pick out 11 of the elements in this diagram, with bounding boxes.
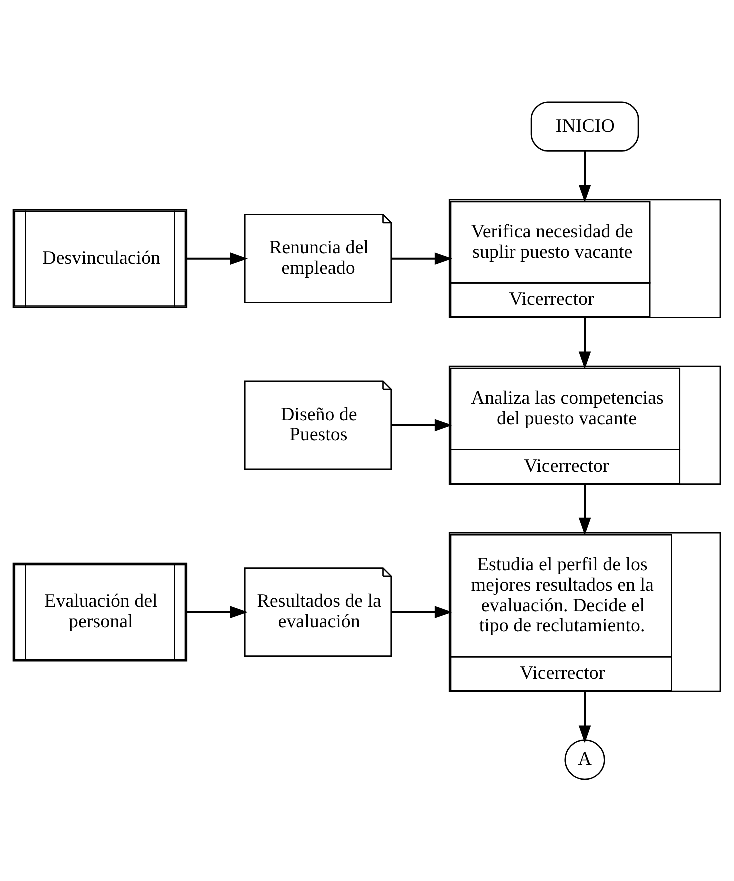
arrow — [392, 418, 453, 432]
arrow — [578, 317, 592, 369]
arrow — [578, 484, 592, 536]
arrow — [187, 252, 248, 265]
arrow — [578, 691, 592, 743]
arrow — [578, 150, 592, 202]
arrow — [187, 606, 248, 618]
node-circle: A — [564, 739, 606, 780]
node-box: INICIO — [530, 101, 640, 152]
arrow — [392, 606, 453, 618]
arrow — [392, 252, 453, 265]
